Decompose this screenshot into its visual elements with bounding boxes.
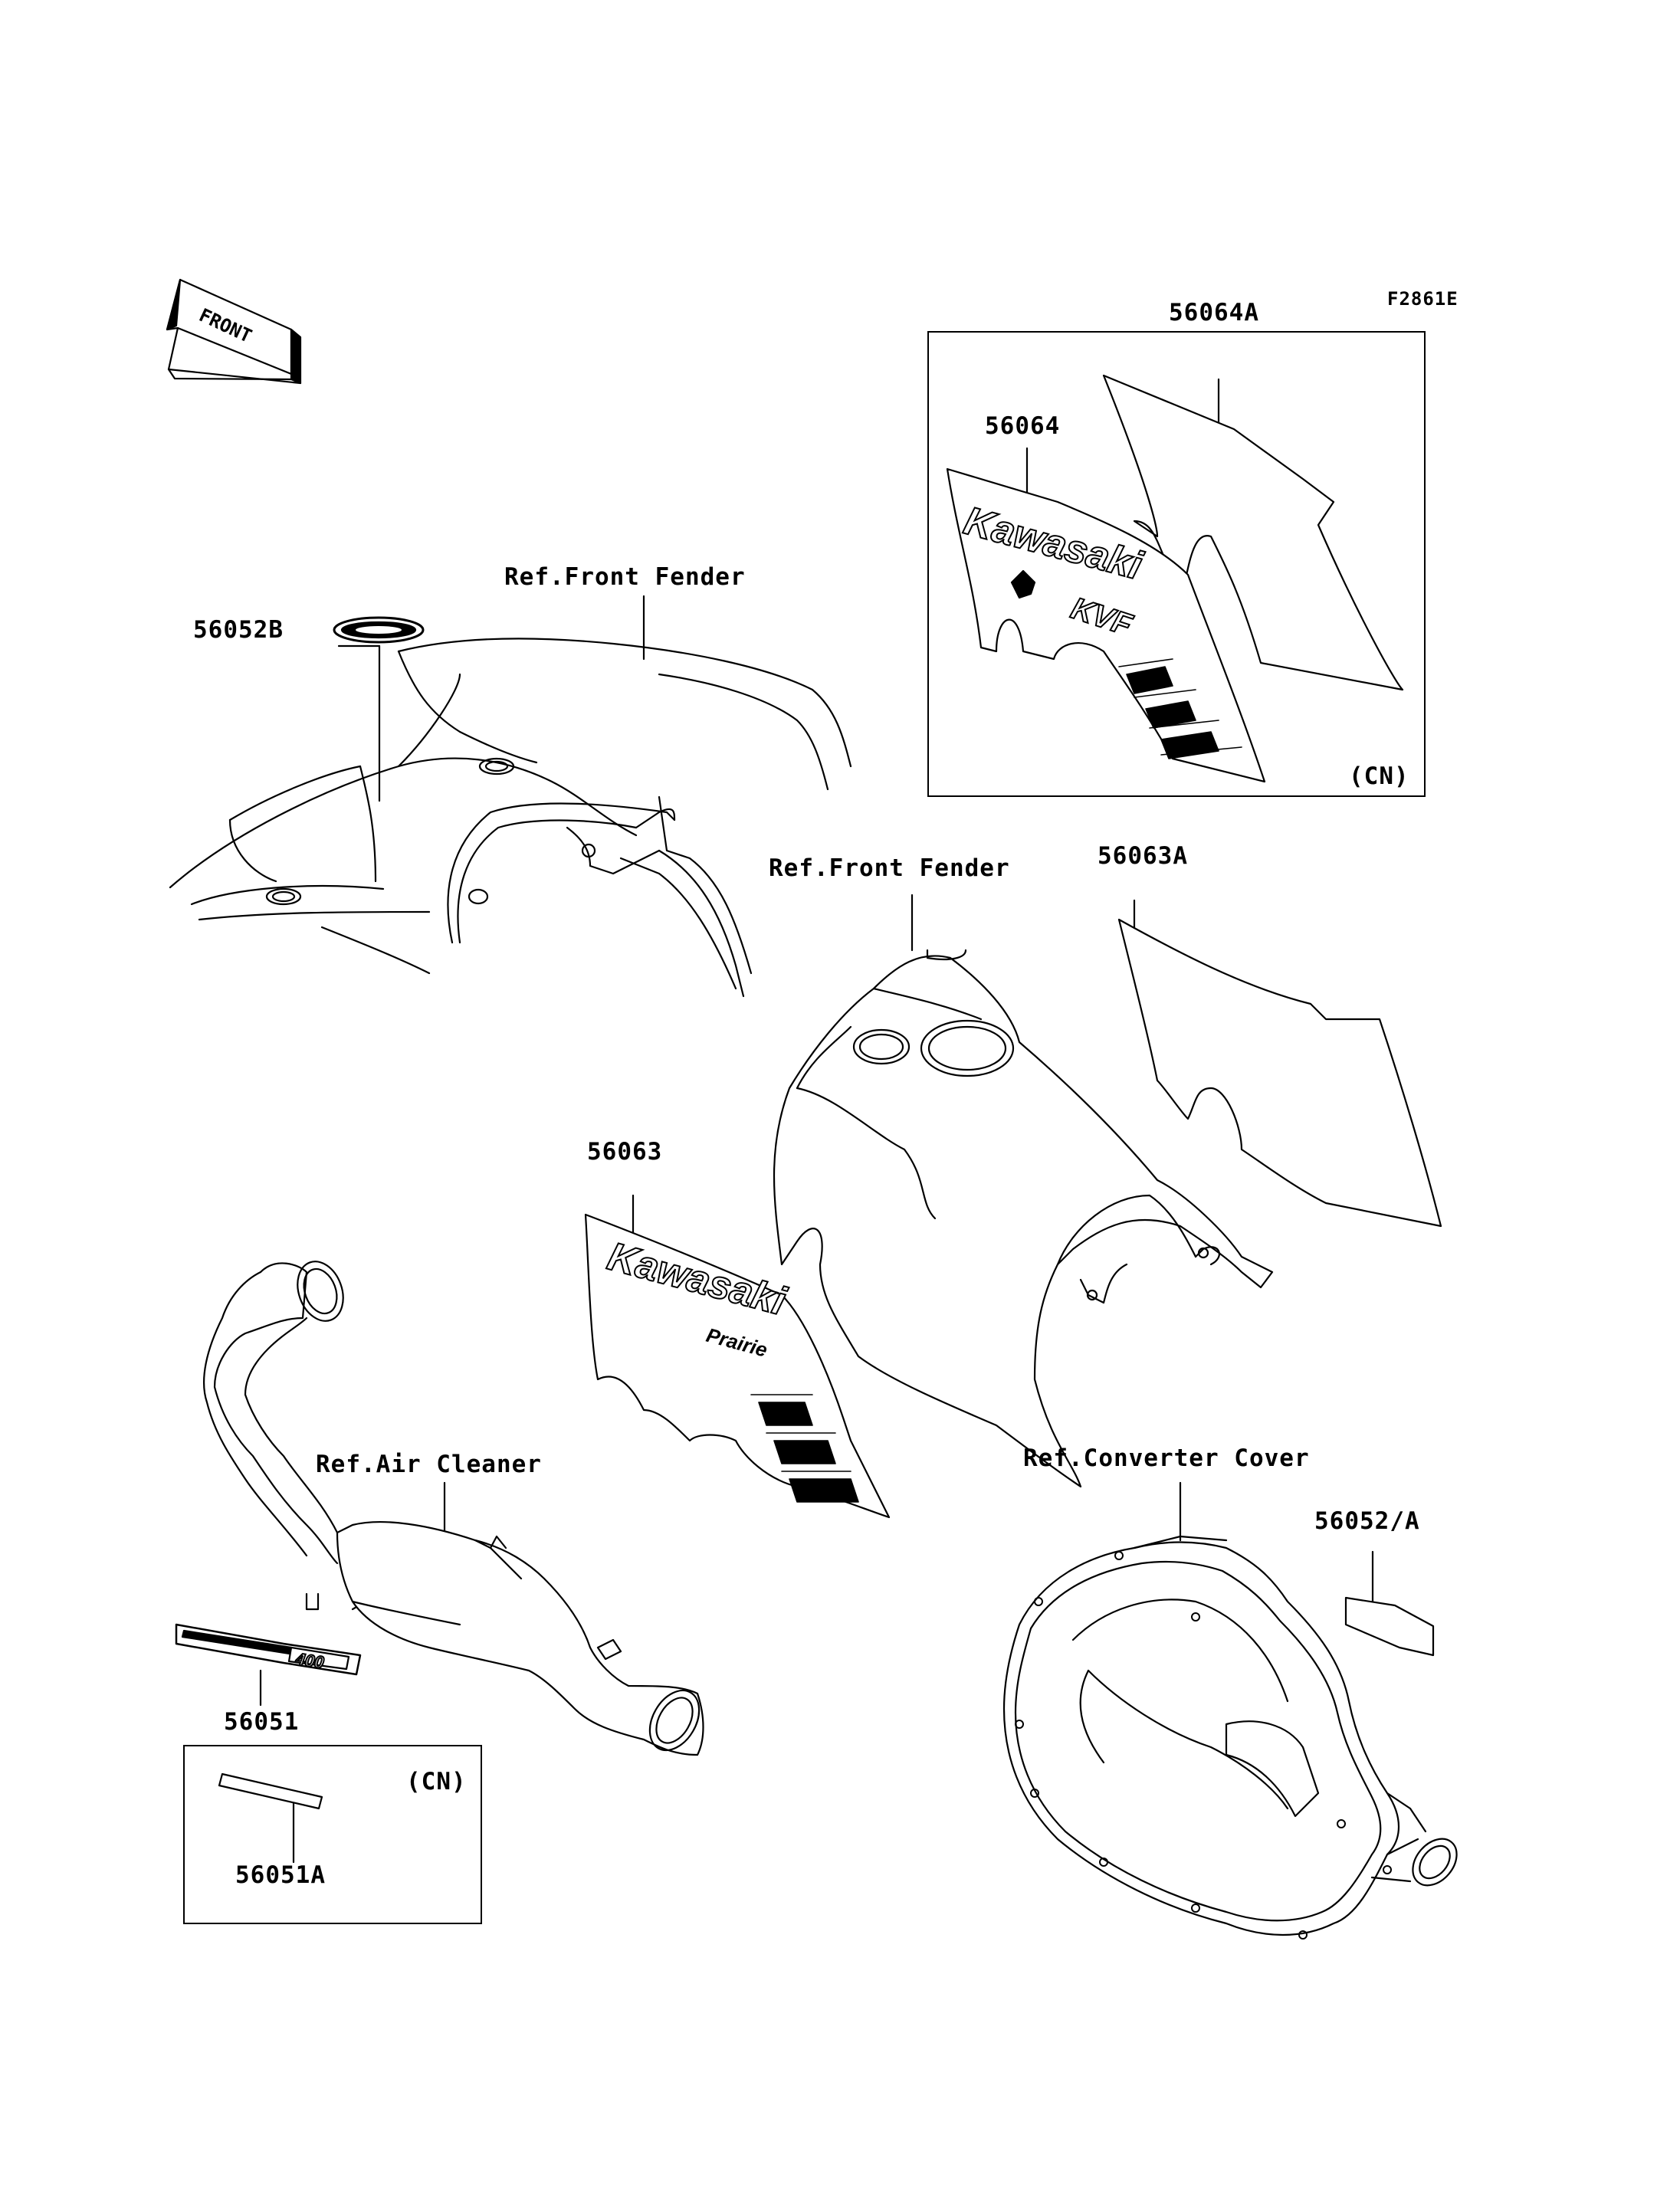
decal-56064a [1104, 375, 1403, 690]
part-56052a-label: 56052/A [1314, 1507, 1420, 1535]
front-fender-lower [774, 950, 1272, 1487]
part-56064-label: 56064 [985, 412, 1061, 440]
converter-cover [1004, 1536, 1465, 1939]
part-56051-label: 56051 [224, 1708, 300, 1736]
part-56063-label: 56063 [587, 1138, 663, 1166]
ref-converter-cover-label: Ref.Converter Cover [1023, 1444, 1310, 1472]
decal-56064 [947, 469, 1265, 782]
emblem-56052b [334, 618, 423, 642]
region-cn-lower-label: (CN) [406, 1768, 467, 1795]
cn-box-56051a [183, 1745, 482, 1924]
decal-56063a [1119, 920, 1441, 1226]
decal-56063 [586, 1215, 889, 1517]
cn-box-56064 [927, 331, 1426, 797]
ref-front-fender-lower-label: Ref.Front Fender [769, 854, 1010, 882]
decal-56052a [1346, 1598, 1433, 1655]
ref-front-fender-upper-label: Ref.Front Fender [504, 563, 746, 591]
decal-56051-model-logo: 400 [294, 1649, 326, 1672]
decal-56051 [176, 1625, 360, 1674]
part-56064a-label: 56064A [1169, 299, 1259, 326]
front-fender-upper [170, 638, 851, 996]
region-cn-upper-label: (CN) [1349, 762, 1409, 790]
air-cleaner-duct [204, 1255, 709, 1759]
figure-code: F2861E [1387, 288, 1459, 310]
part-56051a-label: 56051A [235, 1861, 326, 1889]
part-56052b-label: 56052B [193, 616, 284, 644]
decal-56051a [219, 1774, 322, 1808]
front-arrow-icon [167, 280, 300, 383]
part-56063a-label: 56063A [1098, 842, 1188, 870]
ref-air-cleaner-label: Ref.Air Cleaner [316, 1451, 542, 1478]
